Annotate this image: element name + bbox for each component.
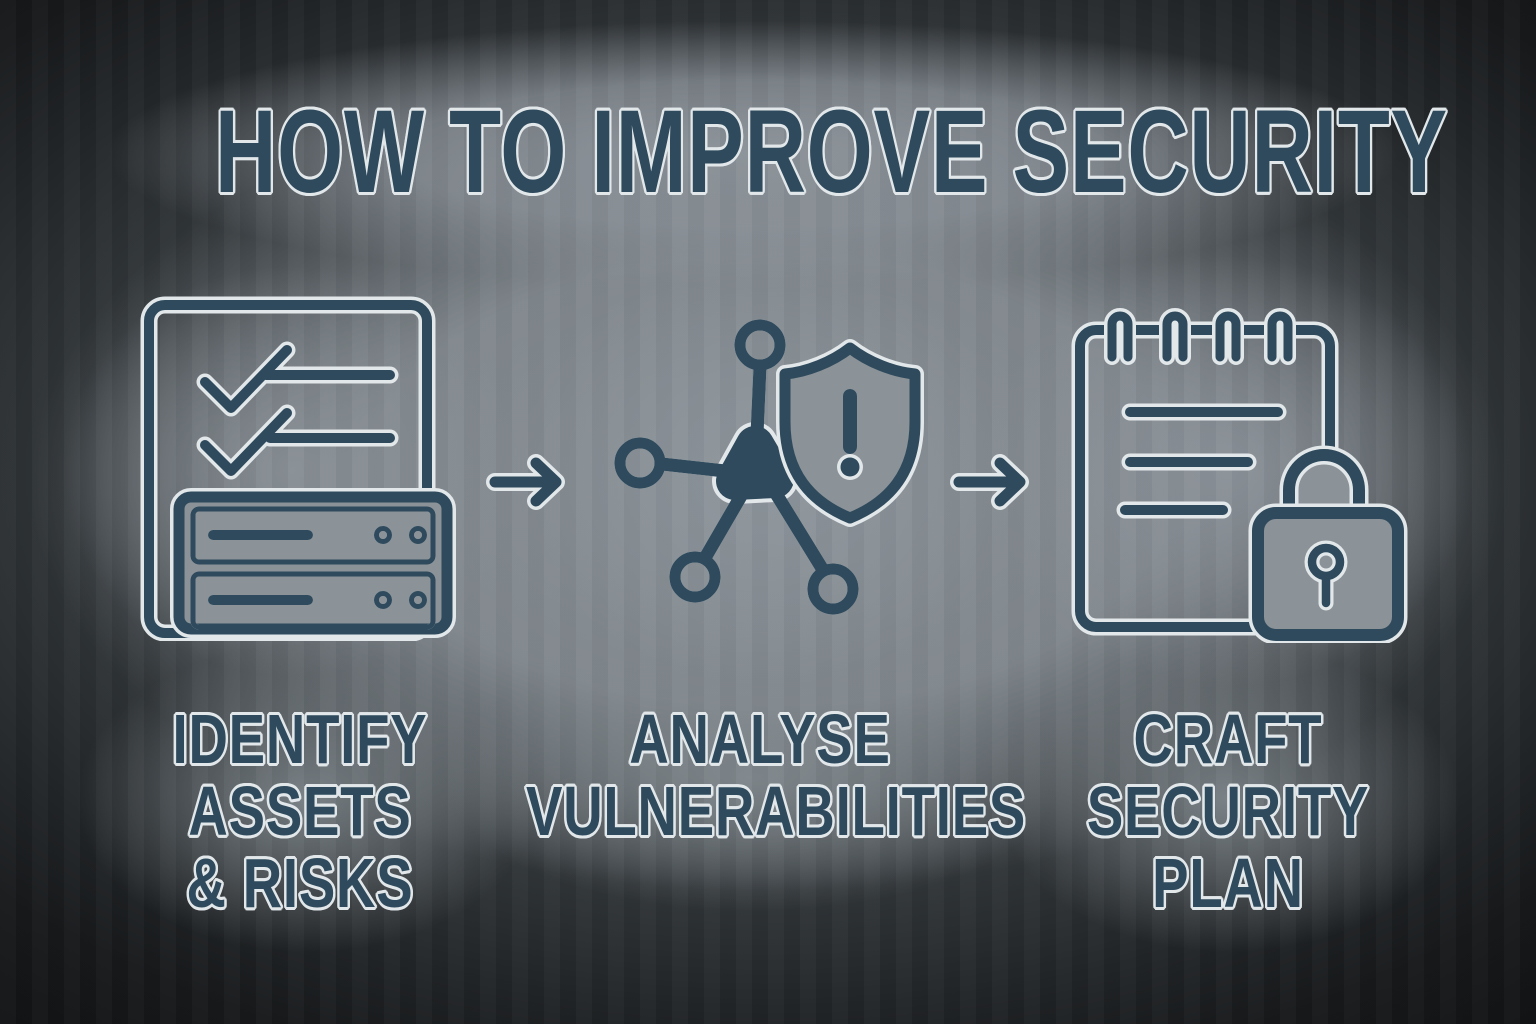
step-1-label-line: & RISKS — [186, 844, 414, 922]
page-title: HOW TO IMPROVE SECURITY — [215, 86, 1448, 218]
step-3-label-line: SECURITY — [1086, 772, 1370, 850]
step-1-label-line: ASSETS — [188, 772, 412, 850]
step-3-label-line: PLAN — [1152, 844, 1304, 922]
step-2-label: ANALYSE VULNERABILITIES — [526, 700, 1027, 850]
step-3-label-line: CRAFT — [1133, 700, 1323, 778]
checklist-server-icon — [139, 296, 459, 641]
step-2-label-line: VULNERABILITIES — [526, 772, 1027, 850]
notepad-padlock-icon — [1070, 298, 1410, 643]
arrow-right-icon — [950, 452, 1045, 512]
network-shield-alert-icon — [595, 312, 945, 637]
step-1-label-line: IDENTIFY — [172, 700, 428, 778]
step-2-label-line: ANALYSE — [629, 700, 891, 778]
arrow-right-icon — [486, 452, 581, 512]
step-1-label: IDENTIFY ASSETS & RISKS — [144, 703, 456, 919]
step-3-label: CRAFT SECURITY PLAN — [1072, 703, 1384, 919]
